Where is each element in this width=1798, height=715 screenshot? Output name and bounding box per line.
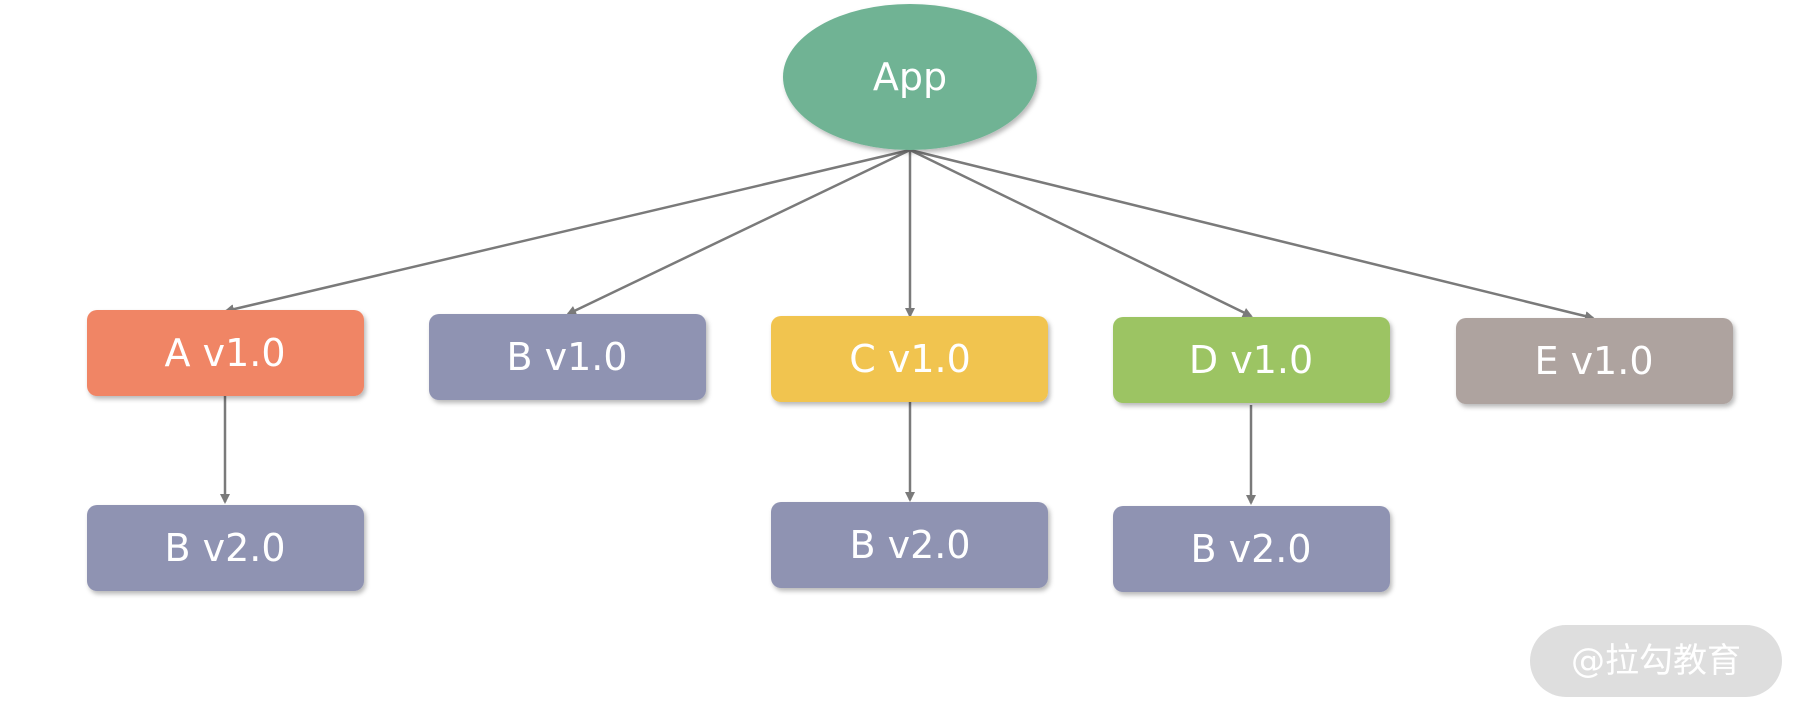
- node-a-v1: A v1.0: [87, 310, 364, 396]
- node-b-v1-shape: [429, 314, 706, 400]
- node-e-v1-label: E v1.0: [1534, 339, 1653, 383]
- edge-app-to-b-v1: [566, 148, 911, 316]
- node-b-v2-under-d: B v2.0: [1113, 506, 1390, 592]
- node-d-v1-shape: [1113, 317, 1390, 403]
- node-b-v2-under-a-shape: [87, 505, 364, 591]
- node-d-v1: D v1.0: [1113, 317, 1390, 403]
- node-b-v1: B v1.0: [429, 314, 706, 400]
- node-b-v2-under-c: B v2.0: [771, 502, 1048, 588]
- edge-app-to-d-v1: [909, 148, 1253, 318]
- node-a-v1-label: A v1.0: [165, 331, 286, 375]
- node-c-v1: C v1.0: [771, 316, 1048, 402]
- watermark: @拉勾教育: [1530, 625, 1782, 697]
- node-app: [783, 4, 1037, 150]
- node-b-v1-label: B v1.0: [506, 335, 627, 379]
- watermark-pill: [1530, 625, 1782, 697]
- node-c-v1-label: C v1.0: [849, 337, 971, 381]
- node-d-v1-label: D v1.0: [1189, 338, 1313, 382]
- node-e-v1: E v1.0: [1456, 318, 1733, 404]
- node-b-v2-under-d-label: B v2.0: [1190, 527, 1311, 571]
- edge-app-to-a-v1: [224, 148, 911, 315]
- edge-app-to-e-v1: [909, 148, 1595, 321]
- node-app-shape: [783, 4, 1037, 150]
- node-b-v2-under-a: B v2.0: [87, 505, 364, 591]
- node-b-v2-under-c-shape: [771, 502, 1048, 588]
- node-a-v1-shape: [87, 310, 364, 396]
- watermark-text: @拉勾教育: [1571, 641, 1741, 681]
- node-b-v2-under-d-shape: [1113, 506, 1390, 592]
- node-e-v1-shape: [1456, 318, 1733, 404]
- node-b-v2-under-c-label: B v2.0: [849, 523, 970, 567]
- node-b-v2-under-a-label: B v2.0: [164, 526, 285, 570]
- node-app-label: App: [873, 55, 947, 99]
- node-c-v1-shape: [771, 316, 1048, 402]
- edges: [220, 148, 1595, 505]
